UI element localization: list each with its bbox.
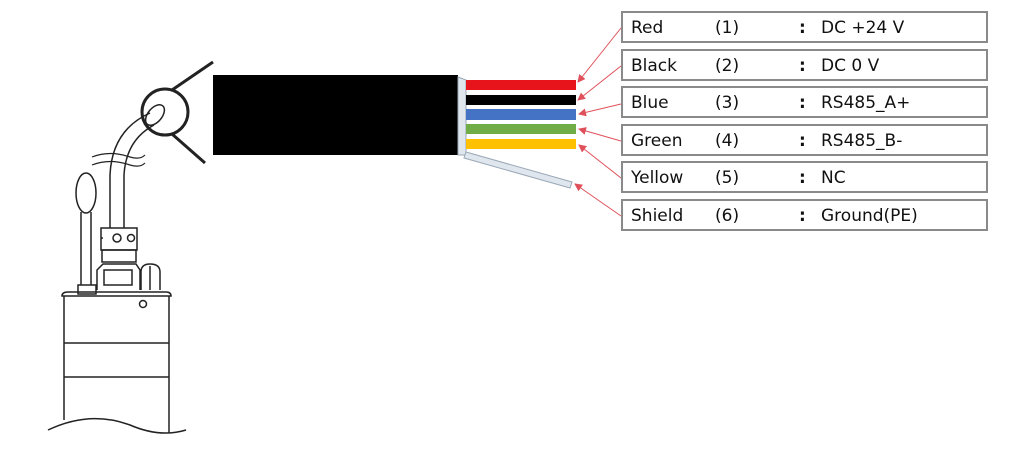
- legend-row-red: Red (1) : DC +24 V: [621, 11, 988, 43]
- legend-row-blue: Blue (3) : RS485_A+: [621, 86, 988, 118]
- separator: :: [799, 18, 806, 38]
- wire-cores: [463, 80, 576, 189]
- legend-row-shield: Shield (6) : Ground(PE): [621, 198, 988, 231]
- wire-color-label: Green: [631, 130, 683, 151]
- wire-number: (5): [715, 168, 740, 188]
- wire-green: [466, 124, 576, 134]
- shield-foil: [457, 76, 467, 156]
- wire-number: (1): [715, 18, 740, 38]
- wire-color-label: Red: [631, 18, 664, 38]
- wire-color-label: Yellow: [631, 168, 684, 188]
- wire-yellow: [466, 139, 576, 149]
- wire-function: RS485_B-: [821, 130, 903, 151]
- wire-function: NC: [821, 168, 846, 188]
- wire-black: [466, 95, 576, 105]
- pinout-legend: Red (1) : DC +24 V Black (2) : DC 0 V Bl…: [621, 11, 988, 236]
- separator: :: [799, 205, 806, 226]
- separator: :: [799, 55, 806, 76]
- wire-blue: [466, 109, 576, 120]
- wire-shield-drain: [463, 151, 573, 189]
- separator: :: [799, 168, 806, 188]
- wire-color-label: Blue: [631, 93, 669, 113]
- legend-row-green: Green (4) : RS485_B-: [621, 123, 988, 156]
- wire-function: Ground(PE): [821, 205, 918, 226]
- wire-function: RS485_A+: [821, 93, 911, 113]
- cable-jacket: [213, 75, 458, 155]
- wire-red: [466, 80, 576, 90]
- separator: :: [799, 93, 806, 113]
- wire-function: DC 0 V: [821, 55, 880, 76]
- wire-number: (2): [715, 55, 740, 76]
- wire-number: (4): [715, 130, 740, 151]
- wire-color-label: Black: [631, 55, 677, 76]
- separator: :: [799, 130, 806, 151]
- sensor-device-drawing: [47, 60, 214, 434]
- wire-number: (6): [715, 205, 740, 226]
- callout-arrows: [574, 27, 622, 217]
- legend-row-black: Black (2) : DC 0 V: [621, 48, 988, 81]
- legend-row-yellow: Yellow (5) : NC: [621, 161, 988, 193]
- wire-function: DC +24 V: [821, 18, 905, 38]
- wire-color-label: Shield: [631, 205, 684, 226]
- wire-number: (3): [715, 93, 740, 113]
